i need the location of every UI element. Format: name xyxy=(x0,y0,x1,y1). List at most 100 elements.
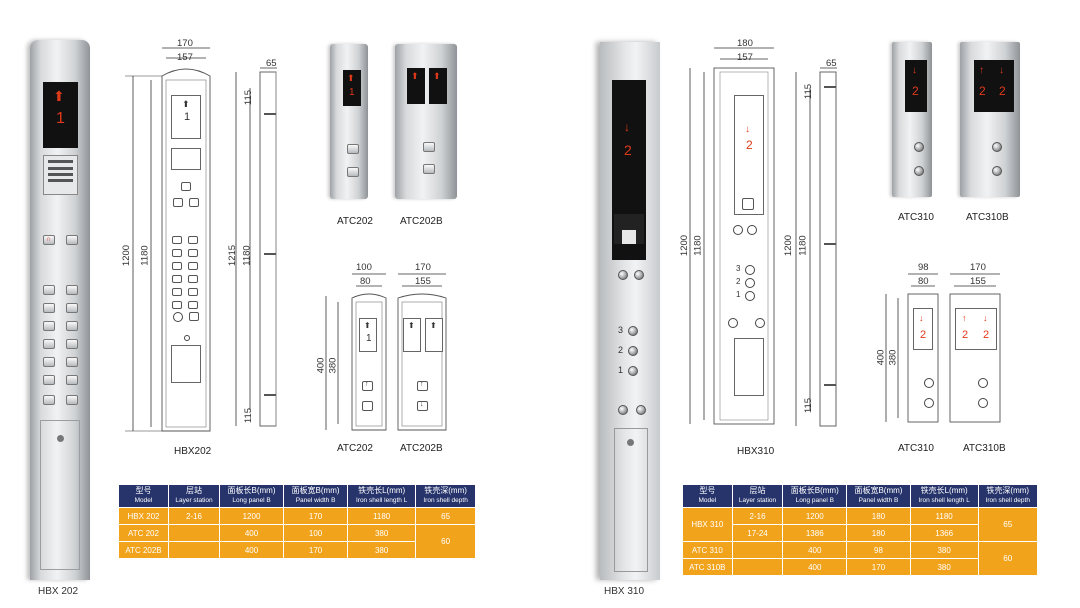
hbx202-outer-width: 170 xyxy=(177,38,193,49)
floor-1-button[interactable] xyxy=(628,366,638,376)
atc310-drawing-label: ATC310 xyxy=(898,443,934,454)
atc202-display: ⬆ 1 xyxy=(343,70,361,106)
hbx202-height-1215: 1215 xyxy=(227,244,239,267)
atc310-drawing-display: ↓ 2 xyxy=(913,308,933,350)
table-cell: 380 xyxy=(909,541,979,559)
drawing-lock xyxy=(184,335,190,341)
atc202-floor: 1 xyxy=(349,87,355,98)
bell-button[interactable]: ∩ xyxy=(43,235,55,245)
table-cell: 1180 xyxy=(347,507,417,525)
down-arrow-icon: ↓ xyxy=(983,313,988,323)
atc310b-floor-right: 2 xyxy=(999,84,1006,98)
floor-button[interactable] xyxy=(43,375,55,385)
service-cabinet-door xyxy=(40,420,80,570)
drawing-floor-button xyxy=(172,301,182,309)
floor-3-button[interactable] xyxy=(628,326,638,336)
atc310-display: ↓ 2 xyxy=(905,60,927,112)
table-cell: 170 xyxy=(283,507,349,525)
atc310-h-outer: 400 xyxy=(875,349,887,366)
floor-button[interactable] xyxy=(43,339,55,349)
hbx310-drawing-door-open xyxy=(728,318,738,328)
hbx310-drawing-display: ↓ 2 xyxy=(734,95,764,215)
up-arrow-icon: ↑ xyxy=(365,381,369,388)
door-close-button[interactable] xyxy=(66,395,78,405)
drawing-door-close-button xyxy=(189,312,199,321)
floor-button[interactable] xyxy=(43,285,55,295)
hbx202-height-1180: 1180 xyxy=(139,245,151,266)
hbx310-drawing-cabinet xyxy=(734,338,764,396)
drawing-floor-button xyxy=(172,236,182,244)
hbx310-outer-width: 180 xyxy=(737,38,753,49)
hbx310-top-115: 115 xyxy=(803,83,815,100)
table-cell: ATC 310 xyxy=(682,541,733,559)
lock-icon xyxy=(57,435,64,442)
atc202-up-button[interactable] xyxy=(347,144,359,154)
atc310b-drawing-label: ATC310B xyxy=(963,443,1006,454)
table-cell: 17-24 xyxy=(731,524,784,542)
door-open-button[interactable] xyxy=(43,395,55,405)
up-arrow-icon: ⬆ xyxy=(433,71,441,81)
hbx310-drawing-door-close xyxy=(755,318,765,328)
floor-button[interactable] xyxy=(66,339,78,349)
floor-button[interactable] xyxy=(66,375,78,385)
floor-1-label: 1 xyxy=(618,365,624,375)
table-cell xyxy=(167,541,220,559)
atc310b-display: ↑ ↓ 2 2 xyxy=(974,60,1014,112)
hbx202-lcd-info xyxy=(43,155,78,195)
atc202-w1-outer: 100 xyxy=(356,262,372,273)
hbx310-door-close-button[interactable] xyxy=(636,405,646,415)
table-cell: ATC 202B xyxy=(118,541,169,559)
hbx202-top-115: 115 xyxy=(243,89,255,106)
hbx310-bell-button[interactable] xyxy=(618,270,628,280)
table-header-cell: 铁壳长L(mm)Iron shell length L xyxy=(909,484,979,508)
up-arrow-icon: ↑ xyxy=(962,313,967,323)
floor-button[interactable] xyxy=(66,357,78,367)
hbx310-height-1180: 1180 xyxy=(692,235,704,256)
atc202b-down-button[interactable] xyxy=(423,164,435,174)
hbx310-side-1180: 1180 xyxy=(797,235,809,256)
table-row: 17-24 1386 180 1366 xyxy=(683,524,1038,542)
hbx202-display-screen: ⬆ 1 xyxy=(43,82,78,148)
atc202-drawing-label: ATC202 xyxy=(337,443,373,454)
table-header-cell: 铁壳深(mm)Iron shell depth xyxy=(977,484,1038,508)
atc202b-up-button[interactable] xyxy=(423,142,435,152)
atc202-down-button[interactable] xyxy=(347,167,359,177)
up-arrow-icon: ↑ xyxy=(420,381,424,388)
drawing-floor-button xyxy=(172,288,182,296)
atc310b-down-button[interactable] xyxy=(992,166,1002,176)
table-cell: 1386 xyxy=(782,524,848,542)
floor-button[interactable] xyxy=(43,321,55,331)
atc310-drawing-up xyxy=(924,378,934,388)
atc310b-drawing-display: ↑ ↓ 2 2 xyxy=(955,308,997,350)
hbx202-dimension-drawing xyxy=(125,47,211,432)
table-cell: 2-16 xyxy=(167,507,220,525)
drawing-floor-button xyxy=(172,249,182,257)
hbx310-floor: 2 xyxy=(624,142,632,158)
atc202-w2-inner: 155 xyxy=(415,276,431,287)
table-cell: 1200 xyxy=(218,507,285,525)
floor-2-button[interactable] xyxy=(628,346,638,356)
table-cell: 65 xyxy=(415,507,476,525)
table-cell: 60 xyxy=(415,524,476,559)
floor-button[interactable] xyxy=(43,303,55,313)
down-arrow-icon: ↓ xyxy=(919,313,924,323)
table-cell: 400 xyxy=(218,541,285,559)
floor-button[interactable] xyxy=(66,303,78,313)
table-cell: 170 xyxy=(846,558,911,576)
floor-button[interactable] xyxy=(66,321,78,331)
atc310b-up-button[interactable] xyxy=(992,142,1002,152)
hbx310-alarm-button[interactable] xyxy=(634,270,644,280)
table-cell: 1180 xyxy=(909,507,979,525)
atc310-down-button[interactable] xyxy=(914,166,924,176)
drawing-floor-button-grid xyxy=(172,236,202,316)
floor-button[interactable] xyxy=(43,357,55,367)
atc310-w2-inner: 155 xyxy=(970,276,986,287)
hbx310-camera-window xyxy=(622,230,636,244)
hbx310-door-open-button[interactable] xyxy=(618,405,628,415)
floor-button[interactable] xyxy=(66,285,78,295)
atc310-up-button[interactable] xyxy=(914,142,924,152)
intercom-button[interactable] xyxy=(66,235,78,245)
